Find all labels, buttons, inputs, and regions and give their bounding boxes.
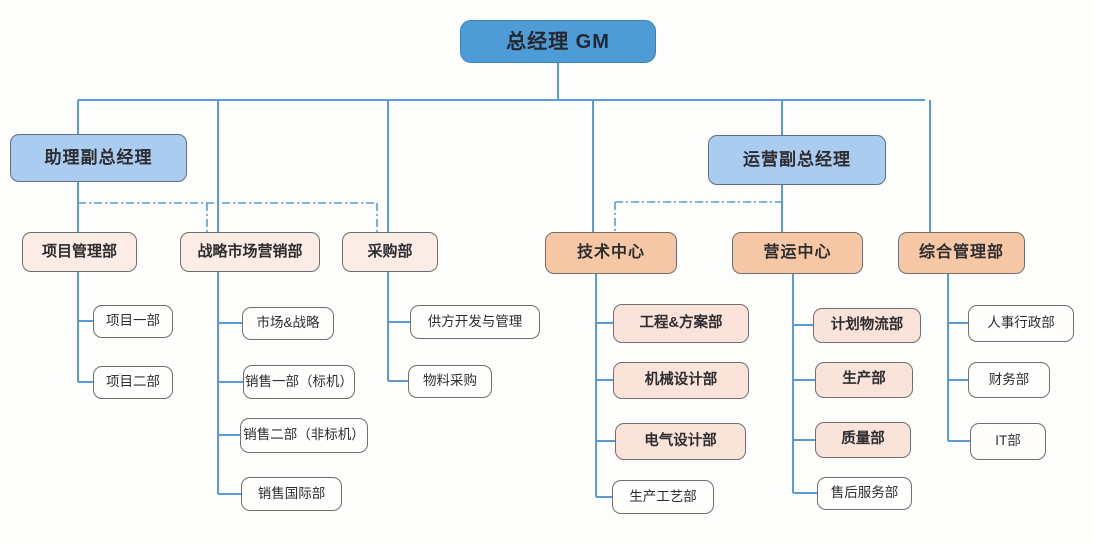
node-sub-planning-logistics: 计划物流部: [813, 308, 921, 343]
node-assistant-vice-gm: 助理副总经理: [10, 134, 187, 182]
connector-marketing-children: [217, 272, 243, 495]
node-sub-production-dept: 生产部: [815, 362, 913, 398]
node-dept-technology-center: 技术中心: [545, 232, 677, 274]
node-sub-sales-dept-2: 销售二部（非标机）: [240, 418, 368, 453]
node-sub-it-dept: IT部: [970, 423, 1046, 460]
node-dept-strategy-marketing: 战略市场营销部: [180, 232, 320, 272]
connector-tech-children: [595, 274, 615, 498]
connector-project-children: [77, 272, 93, 383]
node-general-manager: 总经理 GM: [460, 20, 656, 63]
node-sub-after-sales-service: 售后服务部: [817, 477, 912, 510]
node-sub-mechanical-design: 机械设计部: [613, 362, 749, 399]
node-dept-general-admin: 综合管理部: [898, 232, 1025, 274]
node-sub-market-strategy: 市场&战略: [242, 307, 334, 340]
node-dept-purchasing: 采购部: [342, 232, 438, 272]
node-sub-electrical-design: 电气设计部: [615, 423, 746, 460]
node-dept-project-management: 项目管理部: [22, 232, 137, 272]
node-sub-project-dept-1: 项目一部: [93, 305, 173, 338]
node-dept-operations-center: 营运中心: [732, 232, 863, 274]
connector-purchasing-children: [387, 272, 410, 382]
connector-admin-children: [947, 274, 970, 442]
node-sub-material-purchasing: 物料采购: [408, 365, 492, 398]
node-sub-production-process: 生产工艺部: [612, 480, 714, 514]
connector-dashed-right: [614, 201, 782, 232]
node-sub-project-dept-2: 项目二部: [93, 366, 173, 399]
connector-operations-children: [792, 274, 817, 494]
node-sub-finance-dept: 财务部: [968, 362, 1050, 398]
node-sub-supplier-development: 供方开发与管理: [410, 305, 540, 339]
node-sub-quality-dept: 质量部: [815, 422, 911, 458]
node-sub-sales-international: 销售国际部: [241, 477, 342, 511]
connector-dashed-left: [78, 202, 378, 232]
node-operations-vice-gm: 运营副总经理: [708, 135, 886, 185]
node-sub-hr-admin: 人事行政部: [968, 305, 1074, 342]
node-sub-engineering-solutions: 工程&方案部: [613, 304, 749, 343]
node-sub-sales-dept-1: 销售一部（标机）: [243, 365, 355, 399]
